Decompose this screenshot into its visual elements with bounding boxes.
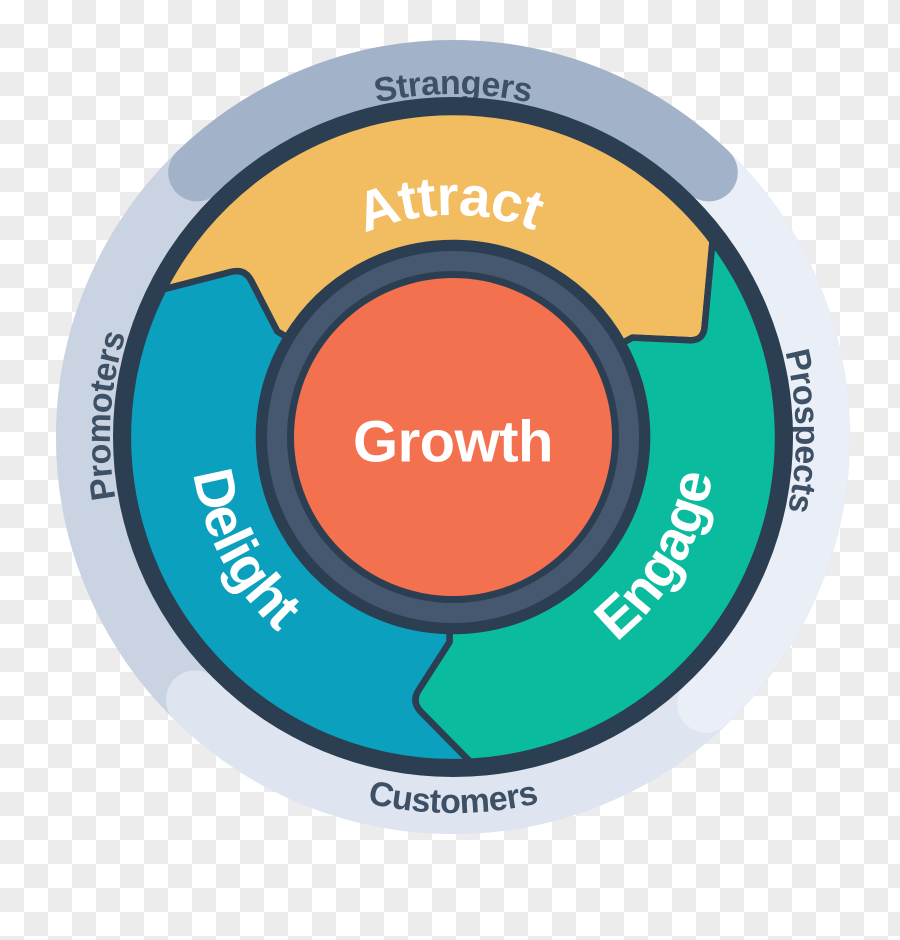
ring-arc-prospects — [677, 143, 850, 733]
outer-ring — [56, 39, 850, 834]
hub-core — [294, 278, 612, 596]
ring-arc-strangers — [168, 39, 738, 202]
ring-arc-promoters — [56, 143, 227, 729]
growth-hub: Growth — [257, 241, 649, 633]
ring-arc-customers — [166, 670, 736, 834]
growth-label: Growth — [353, 410, 553, 475]
